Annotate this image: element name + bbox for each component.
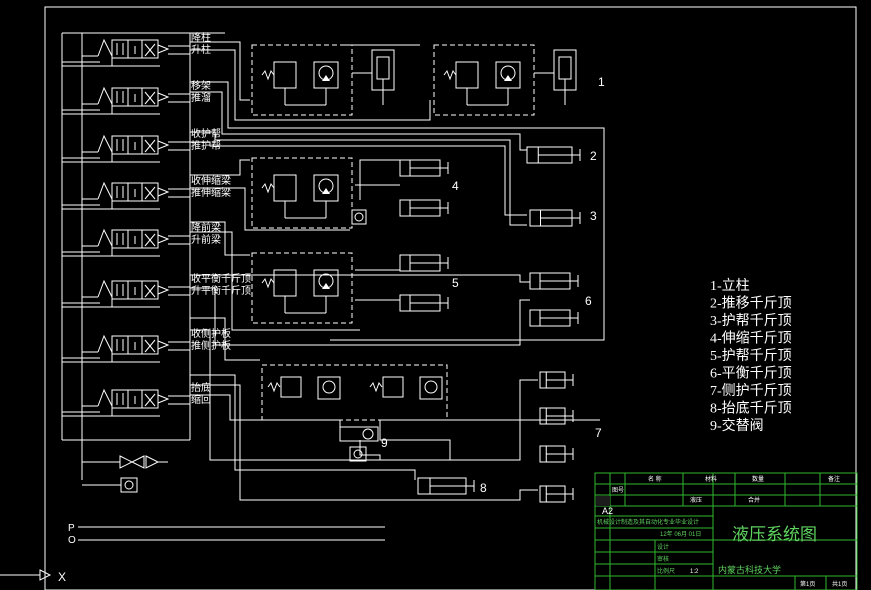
component-number-7: 7: [595, 426, 602, 440]
valve-label-b-7: 推侧护板: [191, 339, 231, 352]
title-block: 名 称 材料 数量 备注 图号 液压 合并 A2 机械设计制造及其自动化专业毕业…: [594, 472, 858, 590]
valve-label-a-1: 降柱: [191, 31, 211, 44]
tb-col-material: 材料: [705, 475, 717, 483]
cylinder-4b: [399, 199, 449, 217]
valve-label-a-5: 降前梁: [191, 221, 221, 234]
valve-label-b-5: 升前梁: [191, 233, 221, 246]
lock-unit-5: [251, 252, 353, 324]
lock-unit-1a: [251, 44, 395, 116]
valve-label-a-8: 抬底: [191, 381, 211, 394]
component-number-5: 5: [452, 276, 459, 290]
tb-university: 内蒙古科技大学: [718, 564, 781, 575]
component-number-4: 4: [452, 179, 459, 193]
filter-icon: [82, 477, 138, 493]
tb-sheet-total: 共1页: [832, 580, 847, 588]
cylinder-5b: [399, 294, 449, 312]
valve-label-b-2: 推溜: [191, 91, 211, 104]
tb-col-note: 备注: [828, 475, 840, 483]
valve-label-a-6: 收平衡千斤顶: [191, 272, 251, 285]
tb-scale-label: 比例尺: [657, 567, 675, 575]
component-number-8: 8: [480, 481, 487, 495]
tb-project: 机械设计制造及其自动化专业毕业设计: [597, 518, 699, 526]
lock-unit-4: [251, 157, 353, 229]
lock-unit-7: [261, 364, 448, 421]
component-number-1: 1: [598, 75, 605, 89]
component-number-9: 9: [381, 436, 388, 450]
check-valve-pair: [82, 455, 168, 469]
valve-label-a-3: 收护帮: [191, 127, 221, 140]
tb-col-qty: 数量: [752, 475, 764, 483]
legend-item-1: 1-立柱: [710, 278, 750, 294]
cylinder-5a: [399, 254, 449, 272]
tb-scale: 1:2: [690, 569, 699, 575]
cylinder-7d: [539, 485, 574, 503]
tb-sheet-current: 第1页: [800, 580, 815, 588]
tb-check: 审核: [657, 555, 669, 563]
tb-date: 12年 06月 01日: [660, 530, 701, 538]
legend-item-3: 3-护帮千斤顶: [710, 313, 792, 329]
lock-unit-1b: [433, 44, 577, 116]
cylinder-3: [529, 209, 581, 227]
legend-item-2: 2-推移千斤顶: [710, 296, 792, 312]
tb-size: A2: [602, 506, 613, 516]
o-label: O: [68, 535, 76, 546]
valve-label-b-8: 缩回: [191, 393, 211, 406]
legend-item-7: 7-侧护千斤顶: [710, 383, 792, 399]
legend-item-6: 6-平衡千斤顶: [710, 366, 792, 382]
tb-designer: 设计: [657, 543, 669, 551]
shuttle-valve-9: [339, 209, 379, 462]
cylinder-7a: [539, 371, 574, 389]
corner-x: X: [58, 570, 66, 584]
drawing-title: 液压系统图: [732, 525, 817, 544]
legend-item-8: 8-抬底千斤顶: [710, 401, 792, 417]
valve-label-b-6: 升平衡千斤顶: [191, 285, 251, 297]
cylinder-7c: [539, 445, 574, 463]
tb-hydraulic: 液压: [690, 496, 702, 504]
p-label: P: [68, 523, 75, 534]
cylinder-8: [417, 477, 475, 495]
component-number-6: 6: [585, 294, 592, 308]
valve-label-a-4: 收伸缩梁: [191, 174, 231, 187]
component-number-2: 2: [590, 149, 597, 163]
tb-drawing-no: 图号: [612, 487, 624, 494]
cylinder-2: [526, 146, 581, 164]
tb-col-name: 名 称: [648, 475, 662, 483]
valve-label-b-4: 推伸缩梁: [191, 186, 231, 199]
tb-combined: 合并: [748, 496, 760, 504]
legend-item-5: 5-护帮千斤顶: [710, 348, 792, 364]
component-number-3: 3: [590, 209, 597, 223]
cylinder-6a: [529, 272, 579, 290]
cylinder-7b: [539, 407, 574, 425]
cylinder-6b: [529, 309, 579, 327]
legend-item-4: 4-伸缩千斤顶: [710, 331, 792, 347]
piping: [190, 41, 605, 501]
cylinder-4a: [399, 159, 449, 177]
valve-label-a-2: 移架: [191, 79, 211, 92]
legend-item-9: 9-交替阀: [710, 417, 764, 434]
